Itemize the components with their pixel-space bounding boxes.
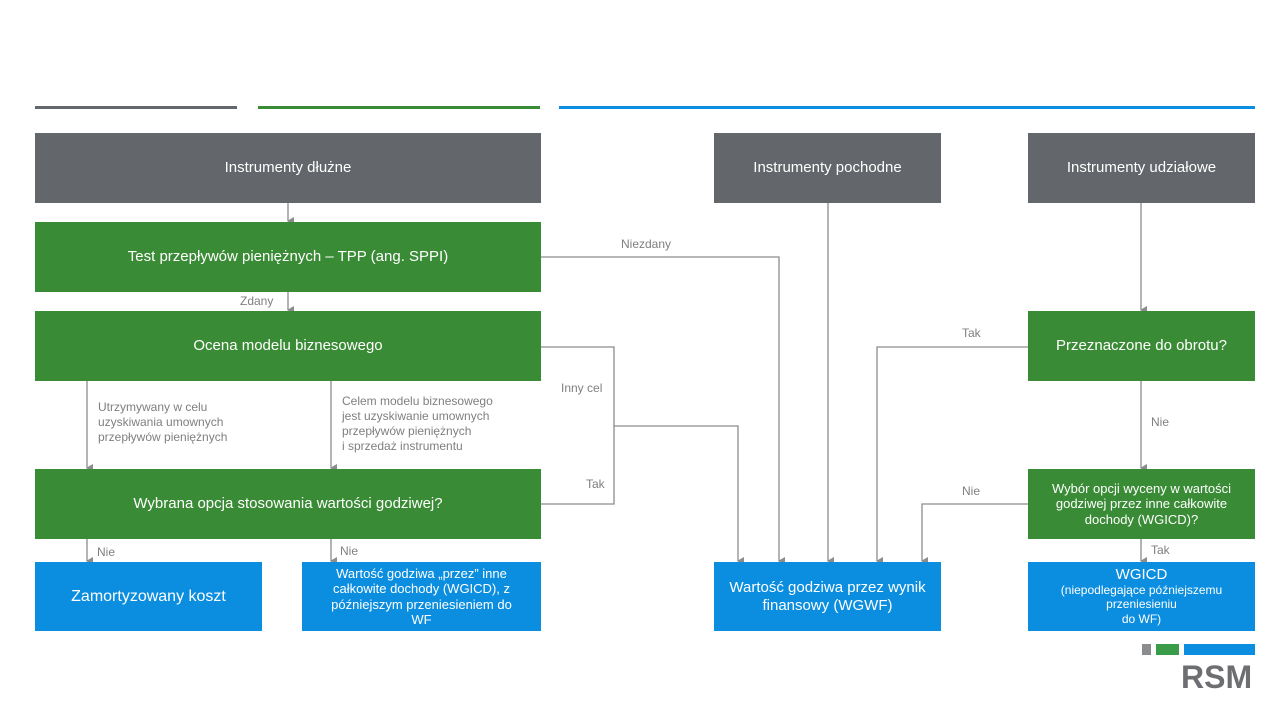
sppi-test-box: Test przepływów pieniężnych – TPP (ang. … [35,222,541,292]
equity-instruments-box: Instrumenty udziałowe [1028,133,1255,203]
arrow-option-no-to-fvpl [921,503,1028,565]
label-zdany: Zdany [240,294,274,308]
fvoci-no-recycling-box: WGICD (niepodlegające późniejszemu przen… [1028,562,1255,631]
arrow-trading-yes-to-fvpl [876,346,1028,565]
amortized-cost-box: Zamortyzowany koszt [35,562,262,631]
label-nie-amortized: Nie [97,545,116,559]
logo-square-green [1156,644,1179,655]
fvpl-box: Wartość godziwa przez wynik finansowy (W… [714,562,941,631]
label-nie-trading: Nie [1151,415,1170,429]
label-tak-option: Tak [1151,543,1170,557]
arrow-sppi-fail-to-fvpl [541,256,785,565]
derivatives-box: Instrumenty pochodne [714,133,941,203]
label-held-to-collect: Utrzymywany w celu uzyskiwania umownych … [98,400,228,444]
business-model-box: Ocena modelu biznesowego [35,311,541,381]
label-tak-fv-option: Tak [586,477,605,491]
label-collect-and-sell: Celem modelu biznesowego jest uzyskiwani… [342,394,493,453]
label-nie-option: Nie [962,484,981,498]
divider-gray [35,106,237,109]
rsm-logo: RSM [1181,659,1253,695]
divider-blue [559,106,1255,109]
arrow-bracket-to-fvpl [614,425,744,565]
debt-instruments-box: Instrumenty dłużne [35,133,541,203]
logo-square-blue [1184,644,1255,655]
label-niezdany: Niezdany [621,237,672,251]
fvoci-recycling-box: Wartość godziwa „przez” inne całkowite d… [302,562,541,631]
label-nie-fvoci: Nie [340,544,359,558]
divider-green [258,106,540,109]
fvoci-option-box: Wybór opcji wyceny w wartości godziwej p… [1028,469,1255,539]
label-tak-trading: Tak [962,326,981,340]
label-inny-cel: Inny cel [561,381,603,395]
fvoci-no-recycling-title: WGICD [1115,565,1168,583]
fv-option-box: Wybrana opcja stosowania wartości godziw… [35,469,541,539]
fvoci-no-recycling-subtitle: (niepodlegające późniejszemu przeniesien… [1060,582,1223,626]
logo-square-gray [1142,644,1151,655]
held-for-trading-box: Przeznaczone do obrotu? [1028,311,1255,381]
